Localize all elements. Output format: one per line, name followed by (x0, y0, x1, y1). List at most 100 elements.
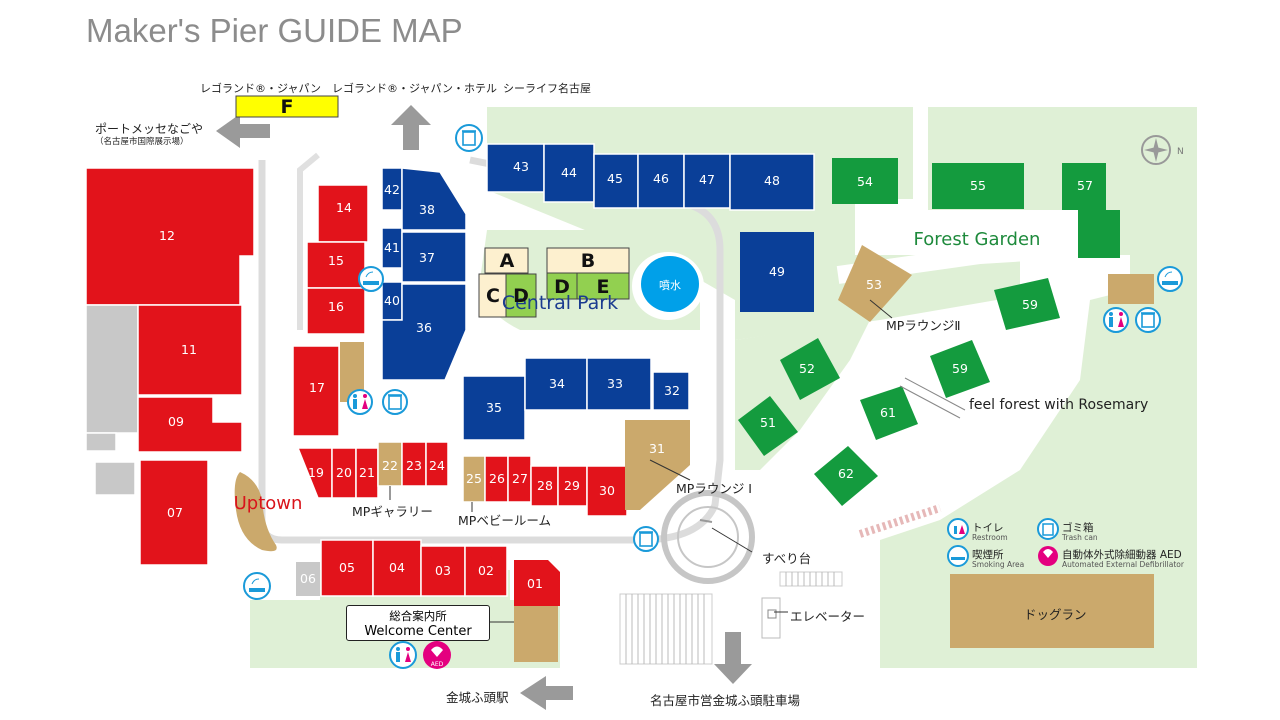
unit-06[interactable] (296, 562, 320, 596)
unit-46[interactable] (637, 153, 685, 209)
unit-05[interactable] (320, 539, 374, 597)
mp-lounge-1-label: MPラウンジ Ⅰ (676, 481, 752, 496)
unit-35[interactable] (462, 375, 526, 441)
mp-lounge-2-label: MPラウンジⅡ (886, 318, 961, 333)
unit-label: 34 (549, 376, 565, 391)
tan-block-01 (514, 606, 558, 662)
unit-label: 20 (336, 465, 352, 480)
compass-icon (1141, 135, 1171, 165)
unit-label: 04 (389, 560, 405, 575)
slide-inner[interactable] (677, 506, 739, 568)
fountain[interactable] (641, 256, 699, 312)
marker-D1-label: D (513, 285, 529, 307)
legend-smoking-label: 喫煙所 (972, 549, 1004, 561)
feel-forest-line-1 (904, 377, 966, 411)
smoking-icon (1157, 266, 1183, 292)
unit-22[interactable] (377, 441, 403, 487)
unit-54[interactable] (832, 158, 898, 204)
unit-34[interactable] (524, 357, 588, 411)
gray-block-2 (85, 432, 117, 452)
unit-36[interactable] (381, 283, 467, 381)
legend-toilet-icon (947, 518, 969, 540)
unit-17[interactable] (292, 345, 340, 437)
unit-24[interactable] (425, 441, 449, 487)
legend-toilet-label: トイレ (972, 522, 1004, 534)
unit-label: 36 (416, 320, 432, 335)
feel-forest-line-2 (899, 385, 961, 419)
unit-label: 06 (300, 571, 316, 586)
unit-49[interactable] (740, 232, 814, 312)
unit-14[interactable] (317, 184, 369, 243)
feel-forest-label: feel forest with Rosemary (969, 397, 1149, 413)
unit-label: 40 (384, 293, 400, 308)
fountain-label: 噴水 (659, 279, 681, 292)
unit-label: 24 (429, 458, 445, 473)
arrow-legoland-icon (391, 105, 431, 150)
slide-mark (699, 519, 713, 523)
unit-label: 23 (406, 458, 422, 473)
trash-icon (455, 124, 483, 152)
unit-label: 48 (764, 173, 780, 188)
unit-45[interactable] (593, 153, 639, 209)
compass-rose (1144, 138, 1168, 162)
slide-label: すべり台 (762, 551, 812, 566)
arrow-portmesse-icon (216, 114, 270, 148)
welcome-center[interactable]: 総合案内所 Welcome Center (346, 605, 490, 641)
unit-label: 54 (857, 174, 873, 189)
unit-02[interactable] (464, 545, 508, 597)
unit-label: 14 (336, 200, 352, 215)
unit-label: 11 (181, 342, 197, 357)
leader-slide (711, 527, 753, 553)
unit-labels: 43 44 45 46 47 48 49 42 41 40 38 37 36 3… (159, 159, 1093, 591)
unit-59b[interactable] (930, 340, 990, 398)
unit-label: 21 (359, 465, 375, 480)
legend-aed-label: 自動体外式除細動器 AED (1062, 549, 1182, 561)
unit-43[interactable] (486, 143, 545, 193)
unit-55[interactable] (932, 163, 1024, 209)
unit-59a[interactable] (994, 278, 1060, 330)
unit-31[interactable] (625, 420, 690, 510)
unit-11[interactable] (137, 304, 243, 396)
legend-trash-label: ゴミ箱 (1062, 522, 1094, 534)
unit-label: 35 (486, 400, 502, 415)
legend-trash-en: Trash can (1062, 533, 1098, 542)
unit-57[interactable] (1062, 163, 1120, 258)
unit-61[interactable] (860, 386, 918, 440)
unit-07[interactable] (139, 459, 209, 566)
unit-52[interactable] (780, 338, 840, 400)
unit-33[interactable] (586, 357, 652, 411)
unit-47[interactable] (683, 153, 731, 209)
unit-53[interactable] (838, 245, 912, 322)
unit-label: 29 (564, 478, 580, 493)
unit-label: 22 (382, 458, 398, 473)
unit-01[interactable] (514, 560, 560, 606)
unit-20[interactable] (331, 447, 357, 499)
unit-16[interactable] (306, 287, 366, 335)
dogrun-area[interactable] (950, 574, 1154, 648)
unit-51[interactable] (738, 396, 798, 456)
unit-48[interactable] (729, 153, 815, 211)
legend-smoking-en: Smoking Area (972, 560, 1025, 569)
unit-38[interactable] (401, 167, 467, 231)
unit-label: 49 (769, 264, 785, 279)
unit-62[interactable] (814, 446, 878, 506)
marker-A-label: A (500, 250, 515, 272)
marker-B (546, 247, 630, 274)
map-title: Maker's Pier GUIDE MAP (86, 12, 463, 49)
unit-30[interactable] (586, 465, 628, 517)
unit-15[interactable] (306, 241, 366, 289)
unit-label: 46 (653, 171, 669, 186)
sealife-label: シーライフ名古屋 (503, 82, 591, 95)
unit-label: 53 (866, 277, 882, 292)
unit-label: 19 (308, 465, 324, 480)
unit-label: 07 (167, 505, 183, 520)
unit-label: 27 (512, 471, 528, 486)
aed-icon (423, 641, 451, 669)
unit-37[interactable] (401, 231, 467, 283)
unit-label: 15 (328, 253, 344, 268)
marker-D1 (505, 273, 537, 318)
unit-04[interactable] (372, 539, 422, 597)
unit-29[interactable] (557, 465, 588, 507)
unit-32[interactable] (652, 371, 690, 411)
unit-09[interactable] (137, 396, 243, 453)
